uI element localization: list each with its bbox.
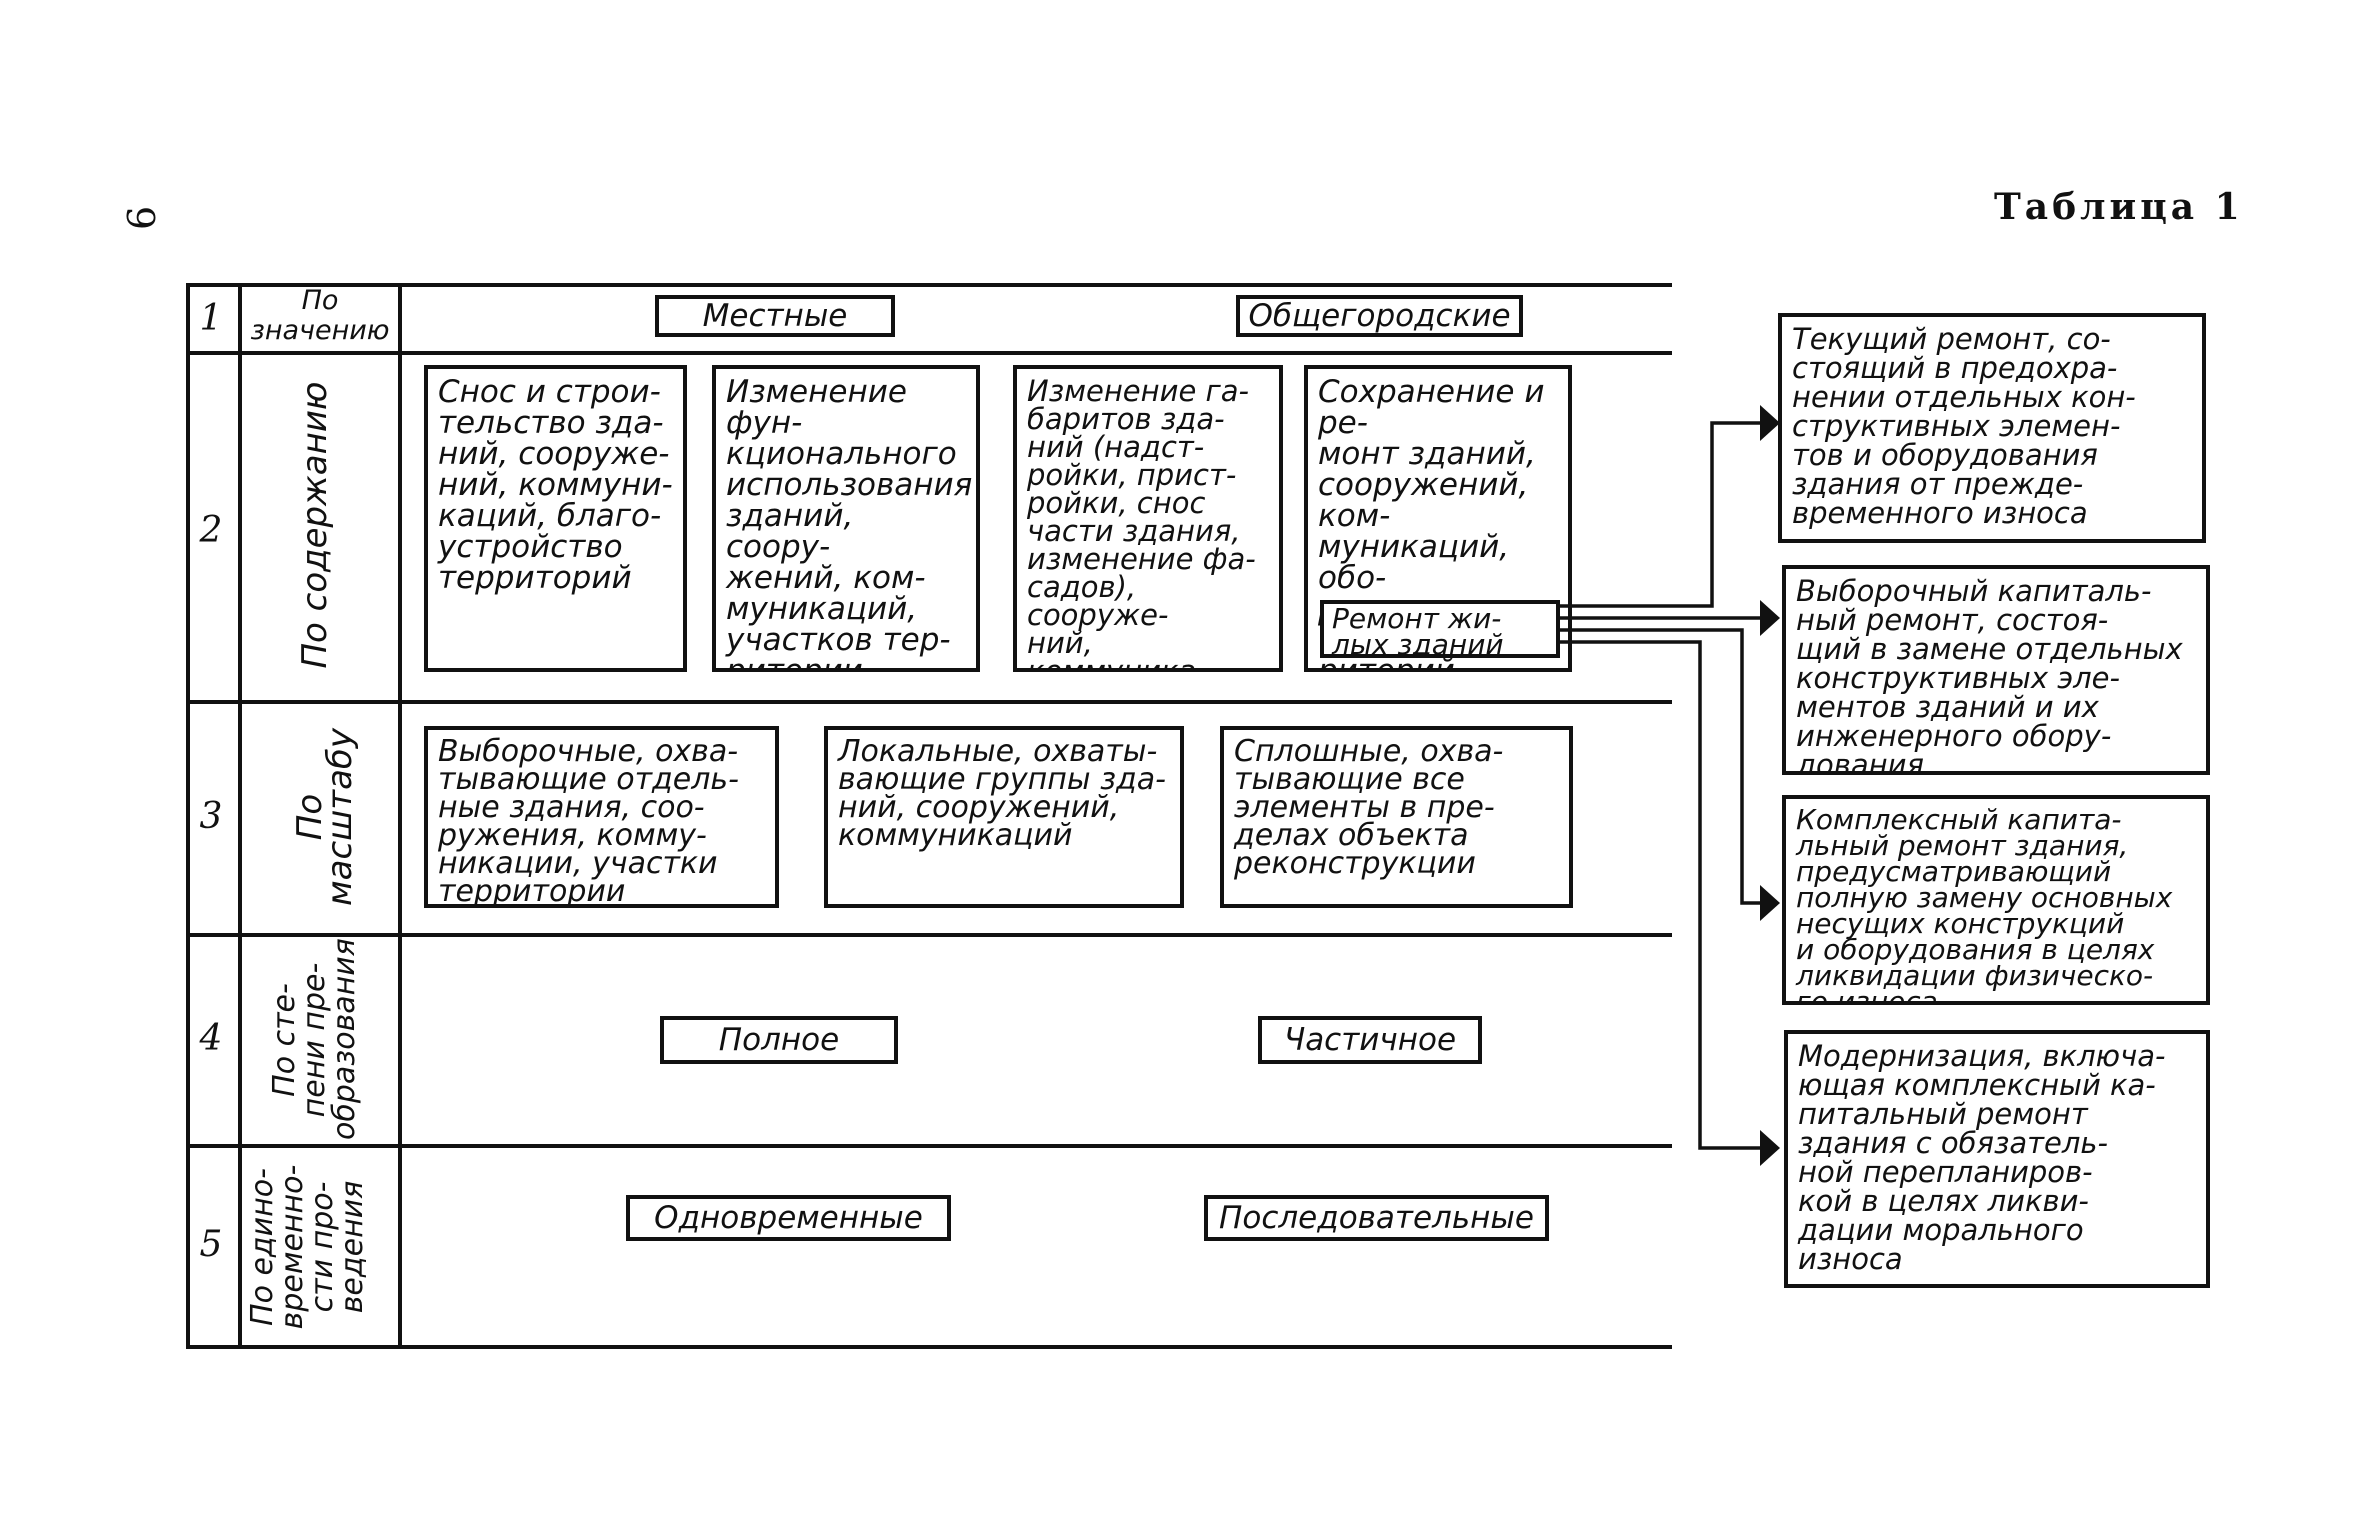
label-citywide: Общегородские (1236, 295, 1523, 337)
sub-box-residential-repair: Ремонт жи- лых зданий (1320, 600, 1560, 658)
row-number: 4 (199, 1018, 223, 1059)
label-sequential: Последовательные (1204, 1195, 1549, 1241)
content-box-function-change: Изменение фун- кционального использовани… (712, 365, 980, 672)
label-simultaneous: Одновременные (626, 1195, 951, 1241)
category-by-significance: По значению (250, 285, 390, 346)
repair-type-complex-capital: Комплексный капита- льный ремонт здания,… (1782, 795, 2210, 1005)
scale-box-selective: Выборочные, охва- тывающие отдель- ные з… (424, 726, 779, 908)
label-full: Полное (660, 1016, 898, 1064)
content-box-preservation: Сохранение и ре- монт зданий, сооружений… (1304, 365, 1572, 672)
repair-type-current: Текущий ремонт, со- стоящий в предохра- … (1778, 313, 2206, 543)
label-local: Местные (655, 295, 895, 337)
repair-type-modernization: Модернизация, включа- ющая комплексный к… (1784, 1030, 2210, 1288)
row-number: 2 (199, 510, 223, 551)
content-box-demolition: Снос и строи- тельство зда- ний, сооруже… (424, 365, 687, 672)
content-box-dimension-change: Изменение га- баритов зда- ний (надст- р… (1013, 365, 1283, 672)
row-number: 5 (199, 1224, 223, 1265)
repair-type-selective-capital: Выборочный капиталь- ный ремонт, состоя-… (1782, 565, 2210, 775)
row-number: 1 (199, 298, 223, 339)
label-partial: Частичное (1258, 1016, 1482, 1064)
scale-box-continuous: Сплошные, охва- тывающие все элементы в … (1220, 726, 1573, 908)
scale-box-local: Локальные, охваты- вающие группы зда- ни… (824, 726, 1184, 908)
table-title: Таблица 1 (1994, 186, 2244, 228)
row-number: 3 (199, 796, 223, 837)
